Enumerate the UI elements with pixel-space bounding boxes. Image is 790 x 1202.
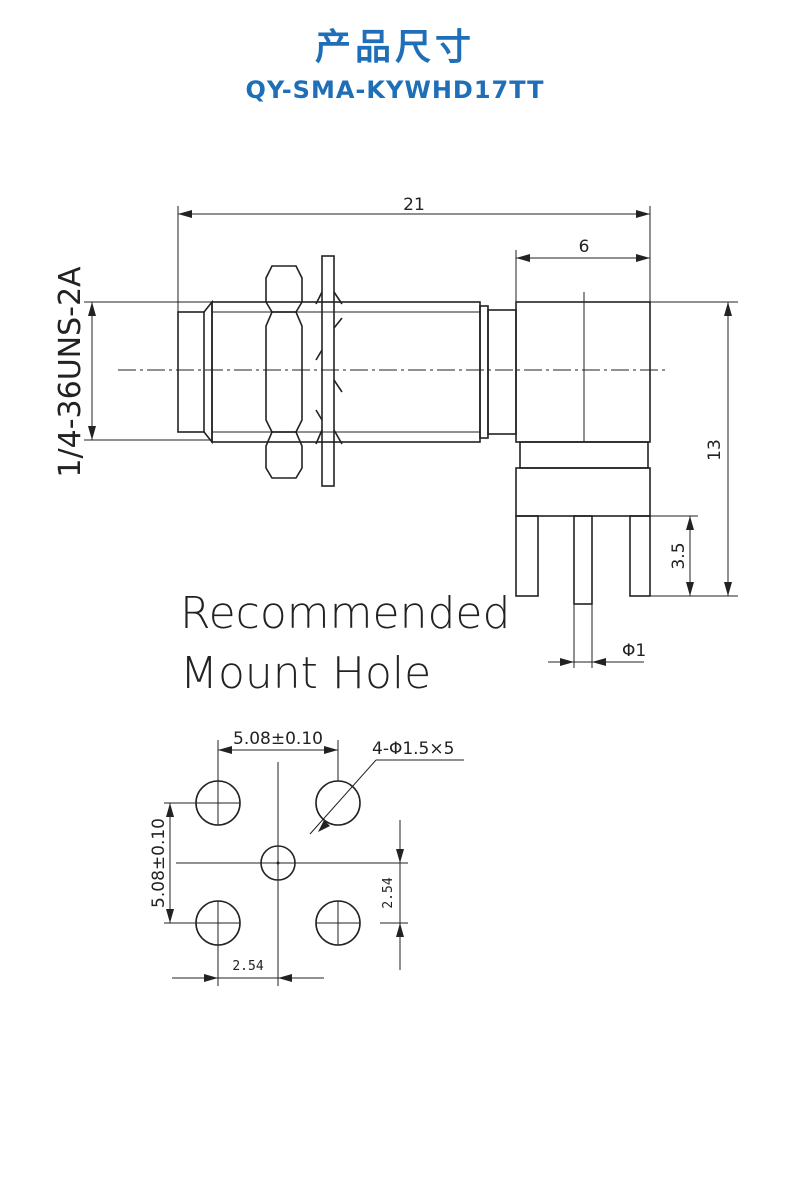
mount-hole-footprint: 5.08±0.10 5.08±0.10 4-Φ1.5×5 2.54 2.54: [149, 729, 464, 986]
dim-offset-y: 2.54: [381, 877, 396, 908]
lock-washer: [321, 255, 335, 487]
connector-side-view: [118, 255, 668, 605]
side-pin-right: [629, 515, 651, 597]
dim-thread: 1/4-36UNS-2A: [53, 266, 88, 478]
dim-body-width: 6: [579, 237, 590, 257]
connector-base: [519, 441, 649, 469]
mount-hole-title-line1: Recommended: [180, 588, 510, 639]
mount-hole-title-line2: Mount Hole: [180, 648, 431, 699]
threaded-barrel: [211, 301, 481, 443]
hex-nut: [265, 265, 303, 479]
dim-offset-x: 2.54: [232, 959, 263, 974]
dim-pin-diameter: Φ1: [622, 641, 646, 661]
dim-pin-length: 3.5: [669, 542, 689, 569]
dim-holes: 4-Φ1.5×5: [372, 739, 454, 759]
connector-body: [515, 301, 651, 443]
dim-height: 13: [705, 439, 725, 461]
dim-total-length: 21: [403, 195, 425, 215]
page-title: 产品尺寸: [314, 27, 475, 68]
connector-front-tip: [177, 311, 205, 433]
dim-spacing-x: 5.08±0.10: [233, 729, 323, 749]
side-pin-left: [515, 515, 539, 597]
center-pin: [573, 515, 593, 605]
dim-spacing-y: 5.08±0.10: [149, 818, 169, 908]
model-number: QY-SMA-KYWHD17TT: [245, 76, 545, 104]
dimension-lines: 21 6 1/4-36UNS-2A 13 3.5 Φ1: [53, 195, 738, 668]
